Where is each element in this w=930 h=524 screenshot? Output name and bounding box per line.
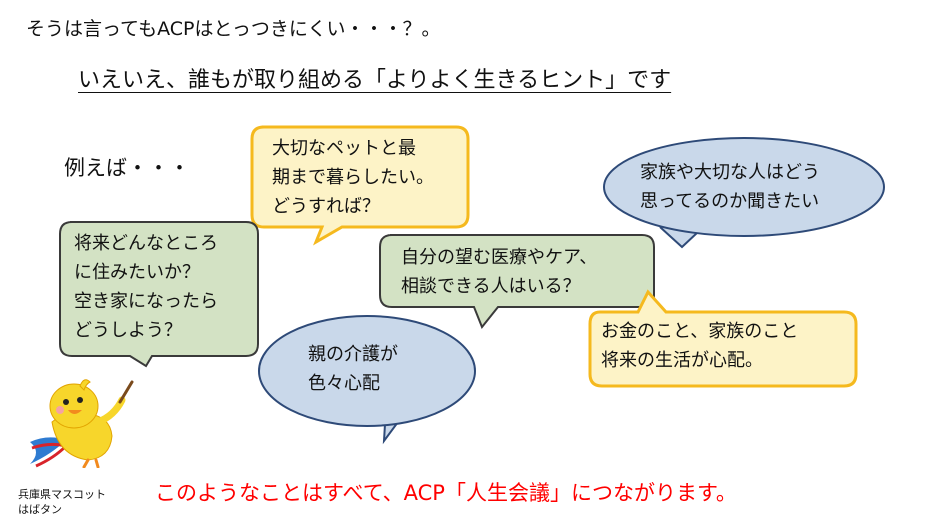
bubble-housing-text: 将来どんなところ に住みたいか？ 空き家になったら どうしよう？: [74, 233, 218, 341]
mascot-caption: 兵庫県マスコット はばタン: [18, 488, 106, 516]
bubble-pet-shape: [250, 125, 470, 246]
bubble-parent-shape: [258, 315, 476, 445]
conclusion-text: このようなことはすべて、ACP「人生会議」につながります。: [155, 481, 737, 505]
example-label: 例えば・・・: [64, 156, 190, 180]
bubble-care-shape: [379, 234, 655, 329]
bubble-pet-text: 大切なペットと最 期まで暮らしたい。 どうすれば？: [272, 138, 434, 217]
bubble-family-shape: [603, 137, 885, 249]
slide-heading: そうは言ってもACPはとっつきにくい・・・？。: [26, 18, 441, 40]
bubble-money-text: お金のこと、家族のこと 将来の生活が心配。: [601, 321, 799, 371]
bubble-family-text: 家族や大切な人はどう 思ってるのか聞きたい: [640, 162, 820, 212]
bubble-housing-shape: [59, 221, 259, 368]
bubble-care-text: 自分の望む医療やケア、 相談できる人はいる？: [401, 247, 598, 297]
bubble-parent-text: 親の介護が 色々心配: [308, 344, 398, 394]
slide-subheading: いえいえ、誰もが取り組める「よりよく生きるヒント」です: [78, 68, 672, 93]
bubble-money-shape: [588, 289, 858, 388]
mascot-habatan-image: [30, 379, 134, 468]
